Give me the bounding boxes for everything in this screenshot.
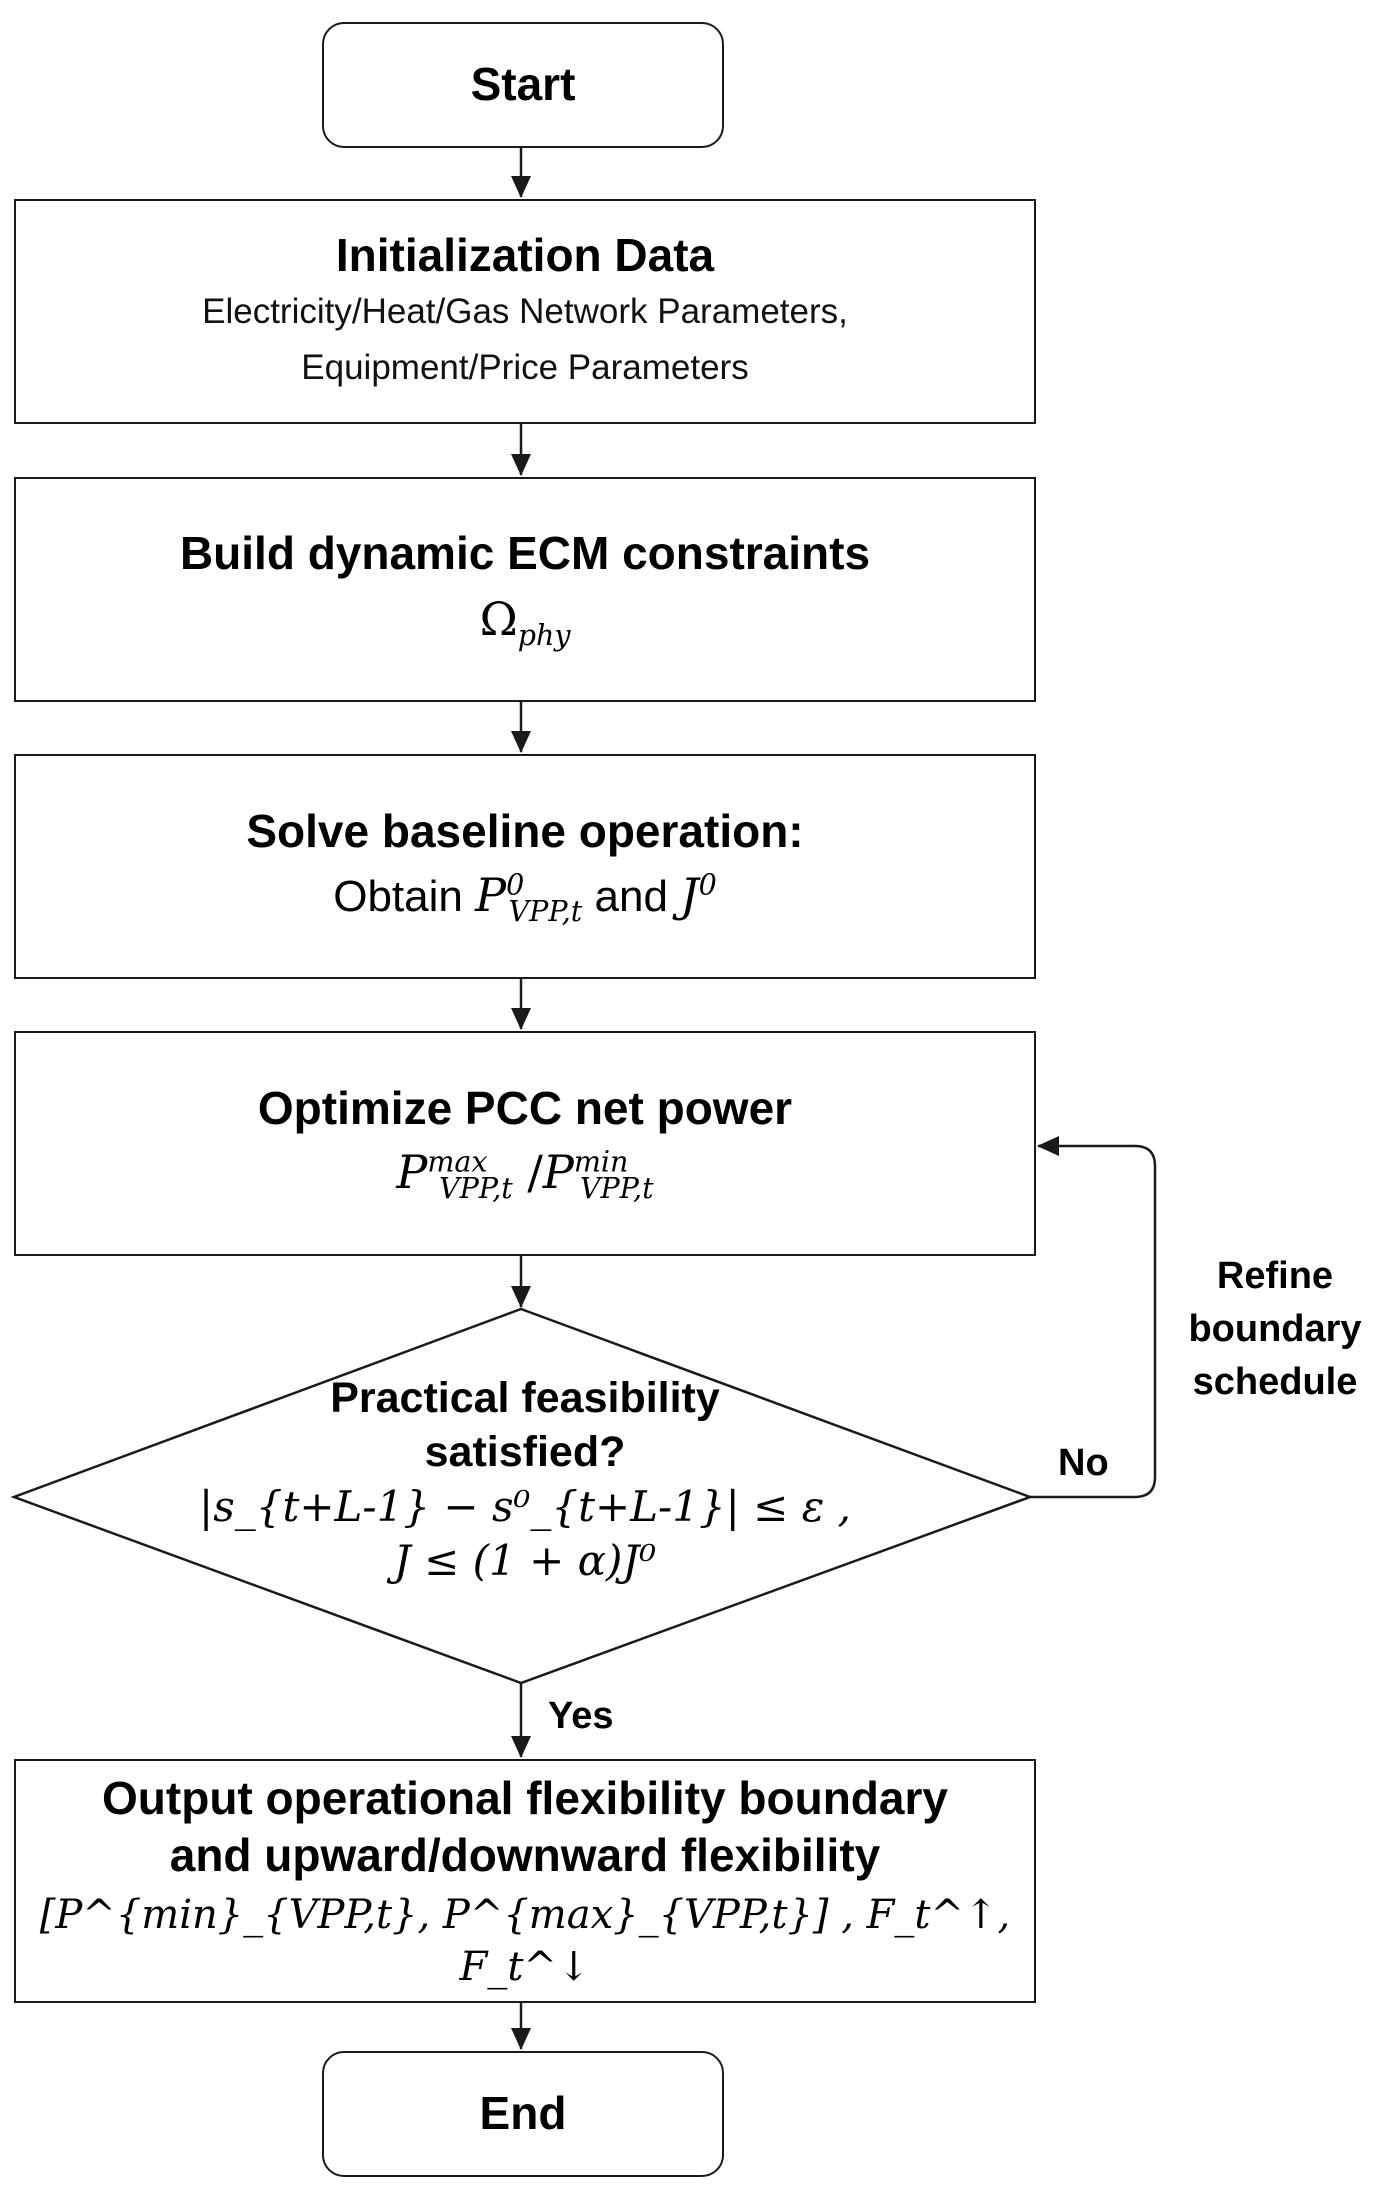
no-label: No <box>1058 1442 1109 1484</box>
decision-line2: satisfied? <box>424 1427 626 1476</box>
start-label: Start <box>470 58 576 111</box>
build-constraints-box: Build dynamic ECM constraints Ωphy <box>14 477 1036 702</box>
output-line1: Output operational flexibility boundary <box>102 1771 948 1824</box>
baseline-box: Solve baseline operation: Obtain P0VPP,t… <box>14 754 1036 979</box>
yes-label: Yes <box>548 1695 614 1737</box>
optimize-box: Optimize PCC net power PmaxVPP,t /PminVP… <box>14 1031 1036 1256</box>
optimize-formula: PmaxVPP,t /PminVPP,t <box>396 1145 654 1206</box>
end-label: End <box>479 2087 567 2140</box>
start-node: Start <box>322 22 724 148</box>
decision-diamond <box>10 1307 1034 1685</box>
initialization-box: Initialization Data Electricity/Heat/Gas… <box>14 199 1036 424</box>
decision-content: Practical feasibility satisfied? |s_{t+L… <box>190 1372 860 1589</box>
refine-label: Refine boundary schedule <box>1188 1255 1362 1404</box>
initialization-line2: Equipment/Price Parameters <box>301 348 749 388</box>
initialization-title: Initialization Data <box>335 228 715 281</box>
output-formula: [P^{min}_{VPP,t}, P^{max}_{VPP,t}] , F_t… <box>39 1891 1011 1990</box>
feedback-no-loop <box>1030 1136 1157 1499</box>
build-title: Build dynamic ECM constraints <box>179 526 871 579</box>
output-box: Output operational flexibility boundary … <box>14 1759 1036 2003</box>
optimize-title: Optimize PCC net power <box>257 1081 793 1134</box>
output-line2: and upward/downward flexibility <box>169 1829 881 1881</box>
initialization-line1: Electricity/Heat/Gas Network Parameters, <box>202 292 848 332</box>
baseline-title: Solve baseline operation: <box>246 804 804 857</box>
build-symbol: Ωphy <box>479 592 571 653</box>
end-node: End <box>322 2051 724 2177</box>
decision-line1: Practical feasibility <box>330 1374 720 1422</box>
decision-condition-1: |s_{t+L-1} − s⁰_{t+L-1}| ≤ ε , <box>199 1481 851 1531</box>
baseline-formula: Obtain P0VPP,t and J0 <box>333 868 717 929</box>
decision-condition-2: J ≤ (1 + α)J⁰ <box>393 1536 657 1586</box>
